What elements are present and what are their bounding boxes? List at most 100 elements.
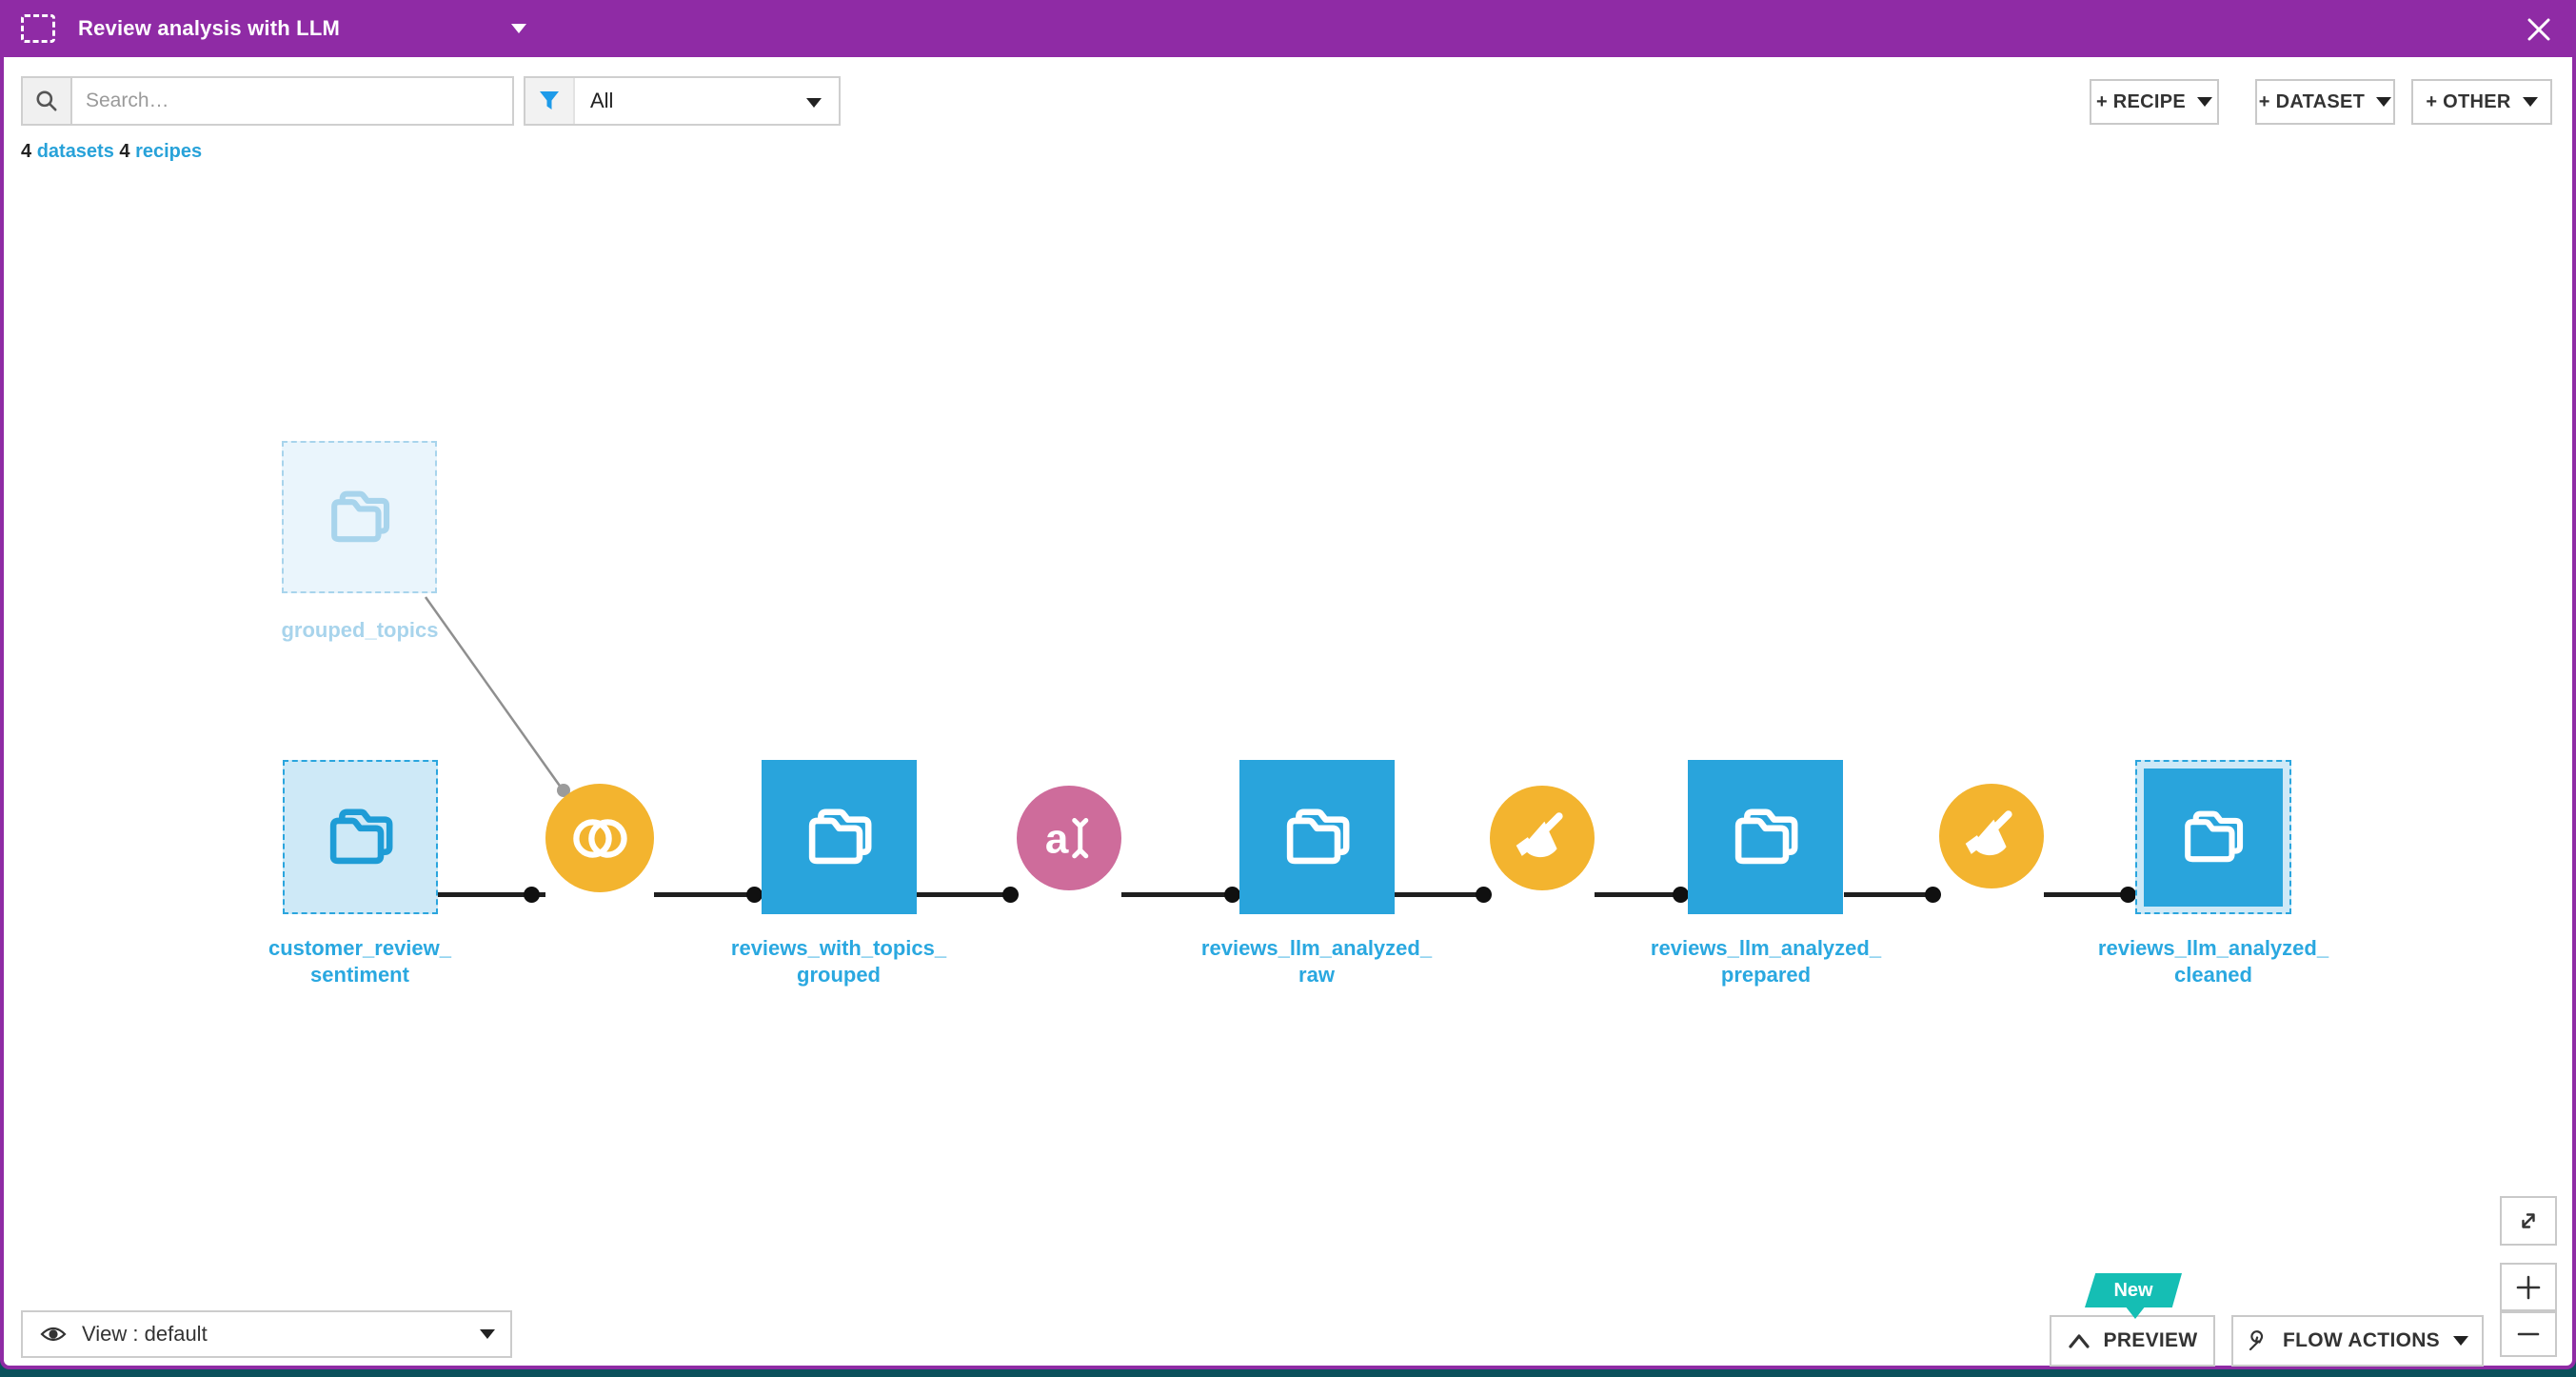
edge-connector-dot [1925,887,1941,903]
dataset-name-line1: reviews_llm_analyzed_ [1650,936,1882,960]
preview-button[interactable]: PREVIEW [2050,1315,2215,1367]
join-recipe-icon [565,804,635,873]
search-input[interactable] [72,78,512,124]
dataset-name-line2: cleaned [2174,963,2252,987]
dataset-name-line2: grouped [797,963,881,987]
edge-connector-dot [1224,887,1240,903]
dataset-name-line1: reviews_llm_analyzed_ [2097,936,2329,960]
add-dataset-caret-icon [2376,97,2392,107]
flow-edge [1395,892,1490,897]
dataset-label-grouped-topics[interactable]: grouped_topics [208,617,512,644]
plus-icon [2516,1275,2541,1299]
flow-zone-icon [21,14,55,43]
folder-icon [323,480,397,554]
search-box [21,76,514,126]
dataset-node-grouped-topics[interactable] [282,441,437,593]
folder-icon [800,797,880,877]
edge-connector-dot [1002,887,1019,903]
add-other-caret-icon [2522,97,2538,107]
folder-icon [2176,800,2250,874]
zoom-out-button[interactable] [2500,1311,2557,1357]
dataset-label[interactable]: reviews_llm_analyzed_ raw [1164,935,1469,988]
dataset-node-reviews-llm-analyzed-prepared[interactable] [1688,760,1843,914]
dataset-label[interactable]: customer_review_ sentiment [208,935,512,988]
recipes-count: 4 [119,141,130,162]
recipe-node-prepare-2[interactable] [1939,784,2044,888]
flow-canvas[interactable]: grouped_topics [0,57,2576,1367]
flow-actions-button[interactable]: FLOW ACTIONS [2231,1315,2484,1367]
chevron-up-icon [2068,1334,2090,1348]
zone-title: Review analysis with LLM [78,16,340,40]
fit-to-screen-button[interactable] [2500,1196,2557,1246]
flow-edge [1121,892,1239,897]
add-recipe-label: + RECIPE [2095,90,2187,112]
datasets-count-link[interactable]: datasets [36,141,114,162]
add-recipe-button[interactable]: + RECIPE [2090,79,2219,125]
recipe-node-llm-text[interactable] [1017,786,1121,890]
flow-edge [654,892,762,897]
eye-icon [40,1327,67,1342]
dataset-square [2144,768,2283,907]
add-recipe-caret-icon [2197,97,2213,107]
view-selector-value: View : default [82,1322,208,1346]
flow-actions-caret-icon [2452,1336,2468,1346]
dataset-label[interactable]: reviews_with_topics_ grouped [686,935,991,988]
recipe-node-join[interactable] [545,784,654,892]
pending-connection-line [424,596,570,797]
new-badge-label: New [2113,1279,2153,1301]
edge-connector-dot [746,887,763,903]
add-dataset-button[interactable]: + DATASET [2255,79,2395,125]
filter-selected-value: All [590,89,614,112]
flow-actions-label: FLOW ACTIONS [2283,1329,2440,1351]
view-selector-caret-icon [480,1329,495,1339]
flow-edge [917,892,1017,897]
dataset-name: grouped_topics [281,618,439,642]
text-llm-recipe-icon [1036,805,1102,871]
recipes-count-link[interactable]: recipes [135,141,203,162]
preview-label: PREVIEW [2103,1329,2198,1351]
dataset-node-customer-review-sentiment[interactable] [283,760,438,914]
filter-dropdown[interactable]: All [524,76,841,126]
dataset-label[interactable]: reviews_llm_analyzed_ cleaned [2061,935,2366,988]
add-dataset-label: + DATASET [2258,90,2366,112]
close-button[interactable] [2523,13,2555,46]
wrench-icon [2249,1330,2264,1351]
search-icon [23,78,72,124]
add-other-button[interactable]: + OTHER [2411,79,2552,125]
dataset-name-line1: reviews_llm_analyzed_ [1200,936,1433,960]
edge-connector-dot [524,887,540,903]
flow-edge [438,892,545,897]
close-icon [2527,18,2550,41]
datasets-count: 4 [21,141,32,162]
dataset-node-reviews-llm-analyzed-raw[interactable] [1239,760,1395,914]
dataset-node-reviews-with-topics-grouped[interactable] [762,760,917,914]
recipe-node-prepare-1[interactable] [1490,786,1595,890]
new-badge: New [2085,1273,2182,1307]
filter-caret-icon [806,98,822,108]
filter-funnel-icon [525,78,575,124]
dataset-label[interactable]: reviews_llm_analyzed_ prepared [1614,935,1918,988]
folder-icon [321,797,401,877]
dataset-name-line2: sentiment [310,963,409,987]
add-other-label: + OTHER [2426,90,2511,112]
flow-item-counts: 4 datasets 4 recipes [21,141,202,163]
dataset-name-line1: reviews_with_topics_ [730,936,947,960]
folder-icon [1726,797,1806,877]
zone-title-dropdown-caret-icon[interactable] [511,24,526,33]
prepare-broom-icon [1958,803,2025,869]
edge-connector-dot [2120,887,2136,903]
view-selector-dropdown[interactable]: View : default [21,1310,512,1358]
new-badge-notch [2125,1306,2146,1319]
dataset-name-line1: customer_review_ [268,936,451,960]
flow-edge [1595,892,1688,897]
edge-connector-dot [1476,887,1492,903]
minus-icon [2517,1332,2540,1336]
dataset-node-reviews-llm-analyzed-cleaned[interactable] [2135,760,2291,914]
zone-title-bar: Review analysis with LLM [0,0,2576,57]
prepare-broom-icon [1509,805,1575,871]
expand-icon [2522,1213,2535,1228]
flow-edge [2044,892,2135,897]
zoom-in-button[interactable] [2500,1263,2557,1311]
dataset-name-line2: prepared [1720,963,1812,987]
